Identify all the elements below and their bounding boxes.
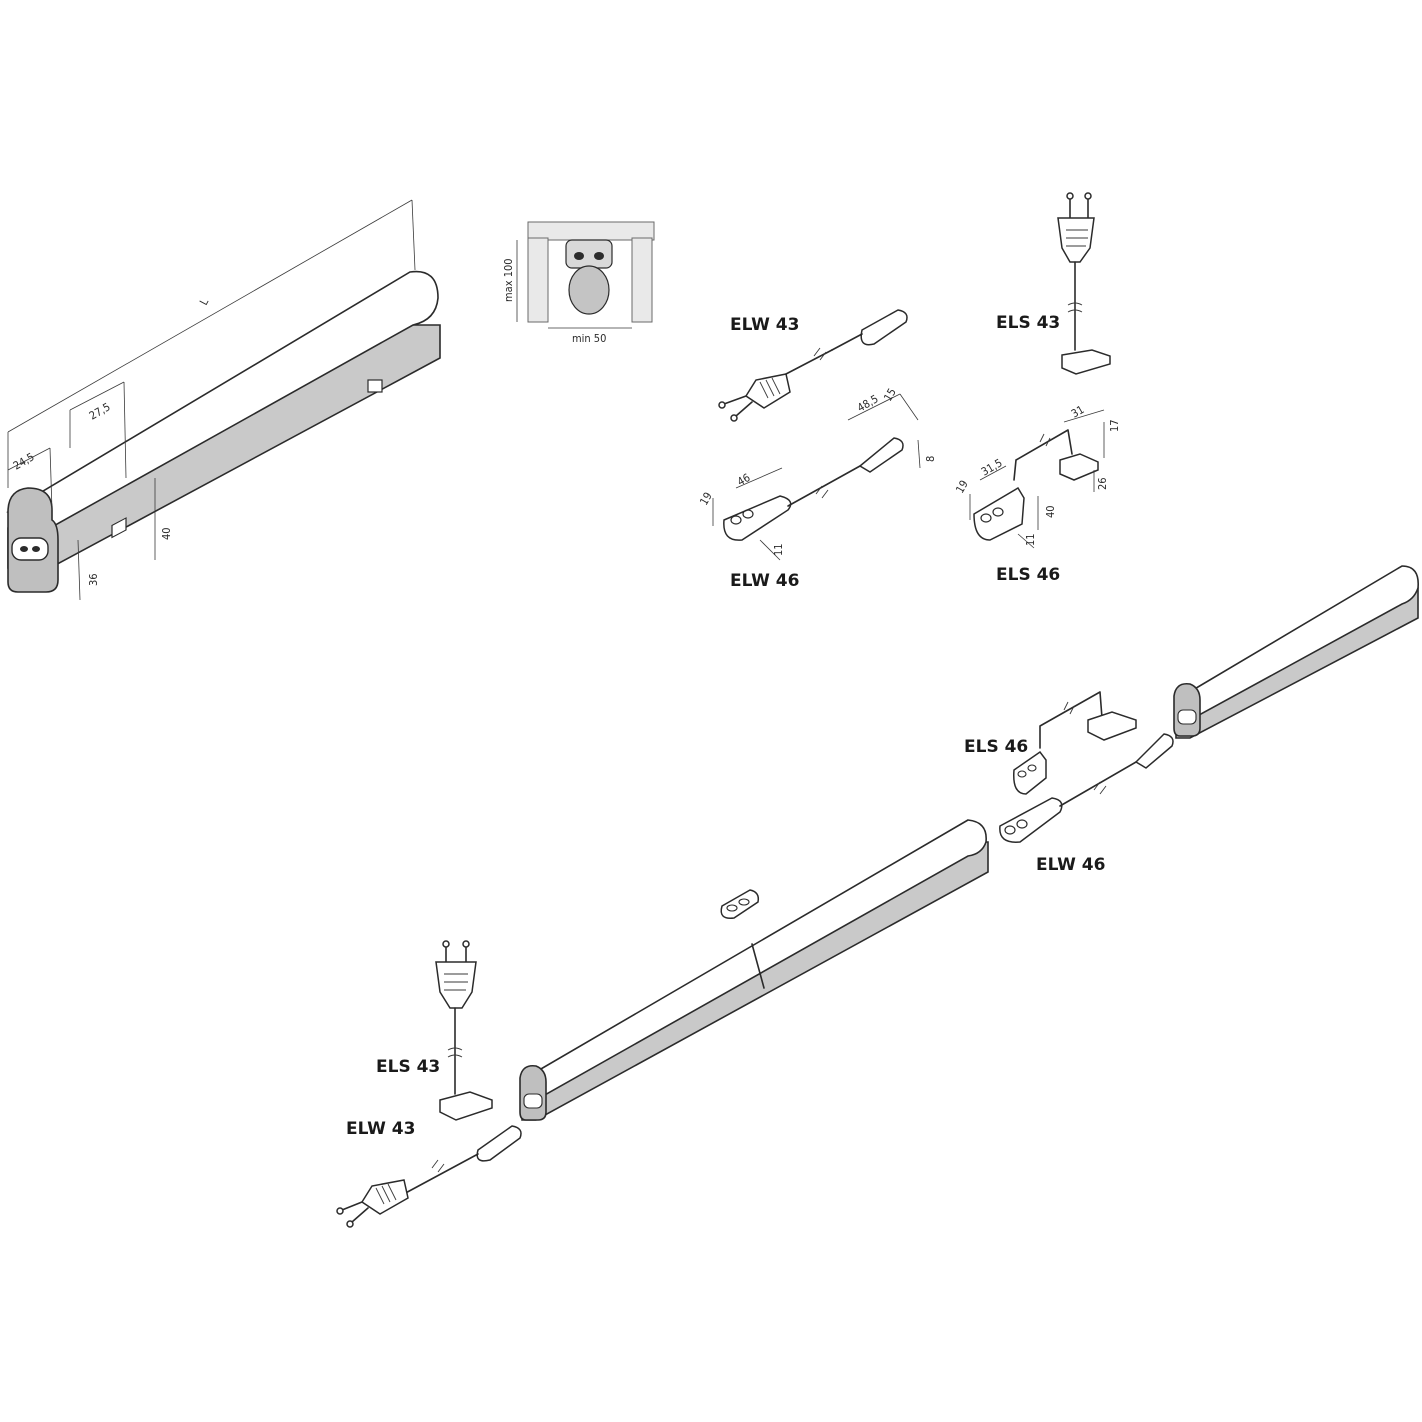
els46-mid-label: ELS 46 <box>964 737 1028 757</box>
els46-top-label: ELS 46 <box>996 565 1060 585</box>
dim-48-5: 48,5 <box>855 392 881 414</box>
dimensioned-light-bar: L 27,5 24,5 40 36 <box>6 199 441 601</box>
dim-19-els: 19 <box>953 478 971 495</box>
elw43-bottom-cable <box>336 1125 522 1228</box>
els46-mid-cable <box>1013 691 1137 795</box>
dim-27-5: 27,5 <box>87 400 113 422</box>
dim-40: 40 <box>160 527 173 540</box>
length-label: L <box>197 296 211 307</box>
els43-top-cable <box>1057 192 1111 375</box>
dim-11-els: 11 <box>1024 533 1037 546</box>
dim-17: 17 <box>1108 419 1121 432</box>
dim-26: 26 <box>1096 477 1109 490</box>
elw46-mid-label: ELW 46 <box>1036 855 1105 875</box>
dim-36: 36 <box>87 573 100 586</box>
dim-11-elw: 11 <box>772 543 785 556</box>
mounting-profile: max 100 min 50 <box>502 221 655 345</box>
elw46-top-label: ELW 46 <box>730 571 799 591</box>
dim-8: 8 <box>924 456 937 462</box>
els46-top-cable: 31 17 26 31,5 19 40 11 <box>953 403 1121 549</box>
els43-bottom-cable <box>435 940 493 1121</box>
dim-40-els: 40 <box>1044 505 1057 518</box>
dim-31-5: 31,5 <box>979 456 1005 478</box>
min-50-label: min 50 <box>572 332 606 345</box>
elw43-bottom-label: ELW 43 <box>346 1119 415 1139</box>
dim-19-elw: 19 <box>697 490 715 507</box>
dim-31: 31 <box>1069 403 1086 421</box>
bottom-light-bar <box>519 819 989 1121</box>
right-light-bar <box>1173 565 1419 739</box>
dim-46: 46 <box>735 471 752 489</box>
elw46-top-cable: 48,5 15 8 46 19 11 <box>697 386 937 561</box>
dim-24-5: 24,5 <box>11 450 37 472</box>
max-100-label: max 100 <box>502 258 515 302</box>
elw43-top-label: ELW 43 <box>730 315 799 335</box>
dim-15: 15 <box>881 386 899 403</box>
elw46-mid-cable <box>999 733 1174 843</box>
elw43-top-cable <box>718 309 908 422</box>
els43-top-label: ELS 43 <box>996 313 1060 333</box>
els43-bottom-label: ELS 43 <box>376 1057 440 1077</box>
